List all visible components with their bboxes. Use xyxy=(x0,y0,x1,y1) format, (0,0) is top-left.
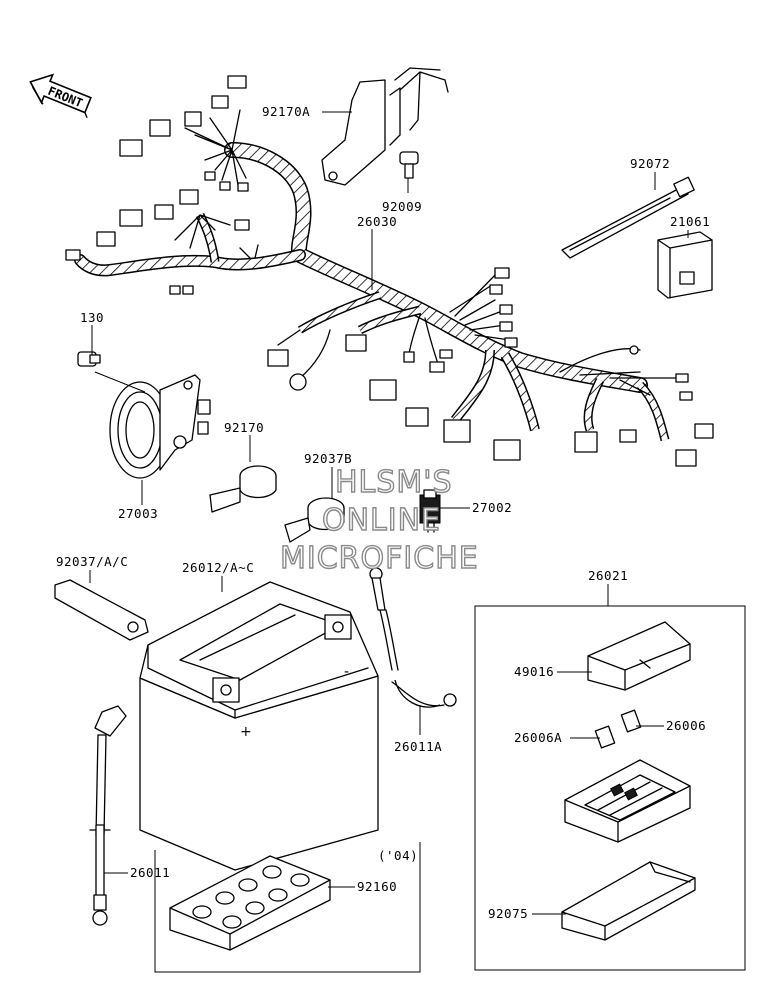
clamp-92170 xyxy=(209,465,277,513)
label-26011: 26011 xyxy=(130,865,170,880)
battery-26012: + - xyxy=(139,581,379,871)
bolt-92009 xyxy=(399,151,419,179)
label-92075: 92075 xyxy=(488,906,528,921)
label-92160: 92160 xyxy=(357,879,397,894)
clamp-92037B xyxy=(284,497,345,543)
watermark-line-3: MICROFICHE xyxy=(280,541,479,576)
cable-26011A xyxy=(369,567,457,708)
label-92072: 92072 xyxy=(630,156,670,171)
fuse-box-group-frame xyxy=(474,605,746,971)
horn-27003 xyxy=(109,374,211,479)
leader-lines xyxy=(89,111,689,915)
label-21061: 21061 xyxy=(670,214,710,229)
bolt-130 xyxy=(77,351,101,367)
svg-text:+: + xyxy=(240,724,252,740)
label-92037-A-C: 92037/A/C xyxy=(56,554,128,569)
front-arrow-icon: FRONT xyxy=(29,73,92,119)
fuse-cover-49016 xyxy=(587,621,691,691)
label-49016: 49016 xyxy=(514,664,554,679)
part-labels: 92170A 92009 92072 21061 26030 130 92170… xyxy=(56,104,710,921)
band-92072 xyxy=(561,176,695,259)
watermark-line-1: HLSM'S xyxy=(335,465,453,500)
connector xyxy=(65,75,714,467)
label-92170A: 92170A xyxy=(262,104,310,119)
pad-92160 xyxy=(154,842,421,973)
label-26021: 26021 xyxy=(588,568,628,583)
label-27002: 27002 xyxy=(472,500,512,515)
bracket-92170A xyxy=(321,67,449,186)
label-26030: 26030 xyxy=(357,214,397,229)
cable-26011 xyxy=(89,705,127,926)
label-92037B: 92037B xyxy=(304,451,352,466)
label-92170: 92170 xyxy=(224,420,264,435)
label-26012: 26012/A~C xyxy=(182,560,254,575)
label-92009: 92009 xyxy=(382,199,422,214)
wiring-harness xyxy=(65,75,714,467)
fuse-26006 xyxy=(620,709,642,733)
relay-27002 xyxy=(419,489,441,533)
svg-text:-: - xyxy=(344,664,349,680)
label-26006: 26006 xyxy=(666,718,706,733)
strap-92037 xyxy=(54,579,149,641)
tray-92075 xyxy=(561,861,696,941)
label-26006A: 26006A xyxy=(514,730,562,745)
fuse-box xyxy=(564,759,691,843)
fuse-26006A xyxy=(594,725,616,749)
year-note: ('04) xyxy=(378,848,418,863)
watermark-line-2: ONLINE xyxy=(322,503,441,538)
label-26011A: 26011A xyxy=(394,739,442,754)
label-27003: 27003 xyxy=(118,506,158,521)
label-130: 130 xyxy=(80,310,104,325)
watermark: HLSM'S ONLINE MICROFICHE xyxy=(279,464,479,576)
part-21061 xyxy=(657,231,713,299)
